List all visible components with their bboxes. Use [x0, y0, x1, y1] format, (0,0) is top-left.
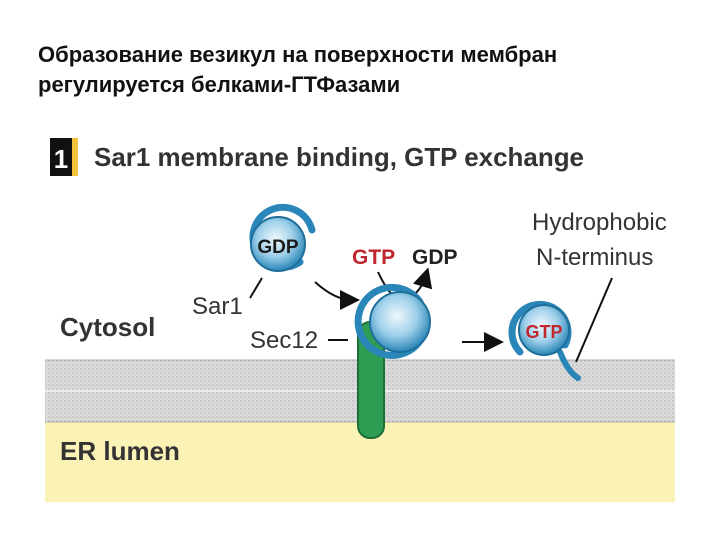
step-number: 1: [54, 144, 68, 174]
sar1-gtp-bound: GTP: [508, 300, 581, 381]
hydrophobic-pointer: [575, 277, 613, 363]
slide-title: Образование везикул на поверхности мембр…: [38, 40, 718, 100]
sar1-label: Sar1: [192, 293, 243, 320]
panel-heading: Sar1 membrane binding, GTP exchange: [94, 142, 584, 172]
er-lumen-label: ER lumen: [60, 436, 180, 466]
cytosol-label: Cytosol: [60, 312, 155, 342]
gtp-bound-label: GTP: [525, 322, 562, 342]
gdp-out-label: GDP: [412, 246, 458, 269]
sar1-on-sec12: [354, 283, 431, 359]
hydrophobic-tail: [557, 349, 581, 381]
gtp-in-label: GTP: [352, 246, 395, 269]
binding-arrow: [314, 281, 360, 310]
sar1-gdp-free: GDP: [249, 203, 316, 272]
hydrophobic-label-line-2: N-terminus: [536, 244, 653, 271]
hydrophobic-label-line-1: Hydrophobic: [532, 209, 667, 236]
slide-title-line-1: Образование везикул на поверхности мембр…: [38, 42, 558, 67]
slide-title-line-2: регулируется белками-ГТФазами: [38, 72, 401, 97]
gdp-free-label: GDP: [257, 237, 299, 258]
sec12-label: Sec12: [250, 327, 318, 354]
